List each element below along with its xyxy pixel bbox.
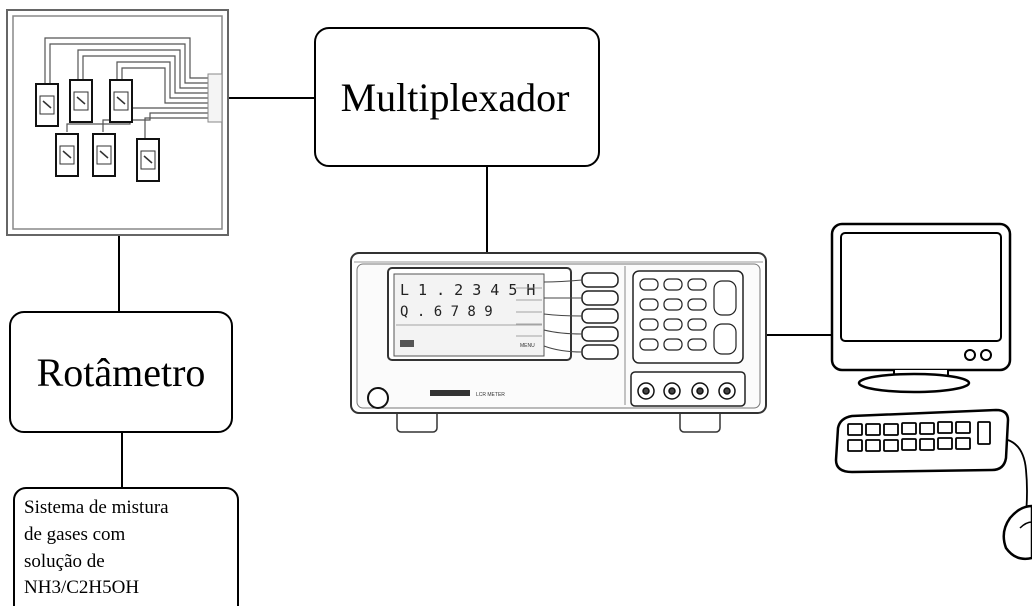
keyboard-keys — [847, 421, 991, 452]
lcr-brand-label: LCR METER — [476, 392, 505, 398]
gas-system-line-3: solução de — [24, 551, 105, 572]
lcr-brand-plate — [430, 390, 470, 396]
chamber-connector — [207, 73, 223, 123]
lcr-meter: L 1 . 2 3 4 5 H Q . 6 7 8 9 MENU — [350, 252, 767, 433]
monitor-button — [980, 349, 992, 361]
monitor-base — [857, 372, 971, 394]
lcr-terminals — [637, 382, 736, 400]
multiplexer-label: Multiplexador — [341, 75, 570, 120]
monitor-button — [964, 349, 976, 361]
gas-mixing-system-box: Sistema de mistura de gases com solução … — [13, 487, 239, 606]
lcr-display-line-1: L 1 . 2 3 4 5 H — [400, 281, 535, 299]
sensor-chip — [55, 133, 79, 177]
sensor-wiring — [44, 37, 212, 138]
lcr-display-line-2: Q . 6 7 8 9 — [400, 304, 493, 320]
lcr-menu-label: MENU — [520, 343, 535, 349]
lcr-power-knob — [367, 387, 389, 409]
computer — [830, 222, 1032, 561]
sensor-chip — [92, 133, 116, 177]
gas-system-line-1: Sistema de mistura — [24, 497, 169, 518]
mouse-cable — [1007, 439, 1028, 516]
gas-system-formula: NH3/C2H5OH — [24, 577, 139, 598]
lcr-softkeys — [581, 272, 619, 360]
sensor-chip — [35, 83, 59, 127]
sensor-chip — [109, 79, 133, 123]
rotameter-label: Rotâmetro — [37, 350, 206, 395]
rotameter-box: Rotâmetro — [9, 311, 233, 433]
gas-system-line-2: de gases com — [24, 524, 126, 545]
sensor-chip — [136, 138, 160, 182]
sensor-chip — [69, 79, 93, 123]
sensor-array — [35, 79, 160, 182]
monitor-screen — [840, 232, 1002, 342]
connection-lines — [118, 97, 832, 488]
mouse — [1002, 504, 1032, 561]
multiplexer-box: Multiplexador — [314, 27, 600, 167]
lcr-terminal-panel — [630, 371, 746, 407]
sensor-chamber — [6, 9, 229, 236]
